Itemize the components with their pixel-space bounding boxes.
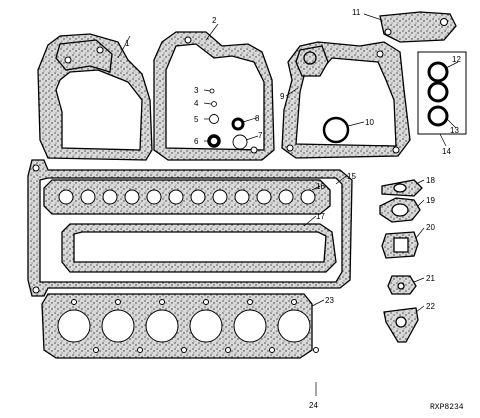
callout-12: 12 (452, 55, 461, 64)
seal-part-3 (209, 88, 215, 94)
cylinder-bore (277, 309, 311, 343)
bolt-hole (181, 347, 187, 353)
cylinder-bore (57, 309, 91, 343)
gasket-part-22 (383, 307, 419, 343)
ring-set-part-14 (417, 51, 467, 135)
gasket-part-9 (281, 41, 411, 159)
bolt-hole (291, 299, 297, 305)
seal-part-10 (322, 116, 350, 144)
callout-17: 17 (316, 212, 325, 221)
leader-lines (117, 13, 459, 313)
callout-4: 4 (194, 99, 199, 108)
seal-part-6 (207, 134, 221, 148)
callout-18: 18 (426, 176, 435, 185)
gasket-part-18 (381, 179, 423, 197)
manifold-port (124, 189, 140, 205)
callout-3: 3 (194, 86, 199, 95)
manifold-port (168, 189, 184, 205)
callout-16: 16 (316, 182, 325, 191)
figure-footer: 24 RXP8234 (309, 382, 464, 412)
figure-number: 24 (309, 401, 318, 410)
gasket-part-11 (379, 11, 457, 43)
bolt-hole (225, 347, 231, 353)
manifold-port (212, 189, 228, 205)
gasket-part-2 (153, 31, 275, 161)
callout-15: 15 (347, 172, 356, 181)
bolt-hole (137, 347, 143, 353)
gasket-part-21 (387, 275, 417, 295)
bolt-hole (93, 347, 99, 353)
callout-labels: 1 2 3 4 5 6 7 8 9 10 11 12 13 14 15 16 1… (125, 8, 461, 311)
manifold-port (234, 189, 250, 205)
callout-19: 19 (426, 196, 435, 205)
callout-8: 8 (255, 114, 260, 123)
bolt-hole (71, 299, 77, 305)
callout-13: 13 (450, 126, 459, 135)
manifold-port (300, 189, 316, 205)
callout-14: 14 (442, 147, 451, 156)
bolt-hole (313, 347, 319, 353)
callout-22: 22 (426, 302, 435, 311)
bolt-hole (203, 299, 209, 305)
bolt-hole (159, 299, 165, 305)
callout-21: 21 (426, 274, 435, 283)
gasket-part-19 (379, 197, 421, 223)
gasket-part-20 (381, 231, 419, 259)
seal-part-8 (231, 117, 245, 131)
callout-6: 6 (194, 137, 199, 146)
gasket-part-15 (27, 159, 353, 297)
manifold-port (190, 189, 206, 205)
callout-23: 23 (325, 296, 334, 305)
cylinder-bore (189, 309, 223, 343)
callout-20: 20 (426, 223, 435, 232)
manifold-port (102, 189, 118, 205)
gasket-part-16 (43, 179, 331, 215)
callout-10: 10 (365, 118, 374, 127)
callout-9: 9 (280, 92, 285, 101)
callout-2: 2 (212, 16, 217, 25)
manifold-port (80, 189, 96, 205)
callout-7: 7 (258, 131, 263, 140)
gasket-part-23 (41, 293, 319, 359)
cylinder-bore (145, 309, 179, 343)
cylinder-bore (233, 309, 267, 343)
cylinder-bore (101, 309, 135, 343)
ring-part-12 (427, 61, 449, 83)
bolt-hole (115, 299, 121, 305)
reference-code: RXP8234 (430, 403, 464, 412)
manifold-port (58, 189, 74, 205)
manifold-port (278, 189, 294, 205)
ring-part-13 (427, 105, 449, 127)
gasket-part-17 (61, 223, 337, 273)
seal-part-4 (211, 101, 217, 107)
gasket-part-1 (37, 33, 153, 161)
seal-part-5 (209, 114, 219, 124)
bolt-hole (269, 347, 275, 353)
callout-5: 5 (194, 115, 199, 124)
manifold-port (256, 189, 272, 205)
callout-11: 11 (352, 8, 361, 17)
bolt-hole (247, 299, 253, 305)
callout-1: 1 (125, 39, 130, 48)
manifold-port (146, 189, 162, 205)
seal-part-7 (232, 134, 248, 150)
